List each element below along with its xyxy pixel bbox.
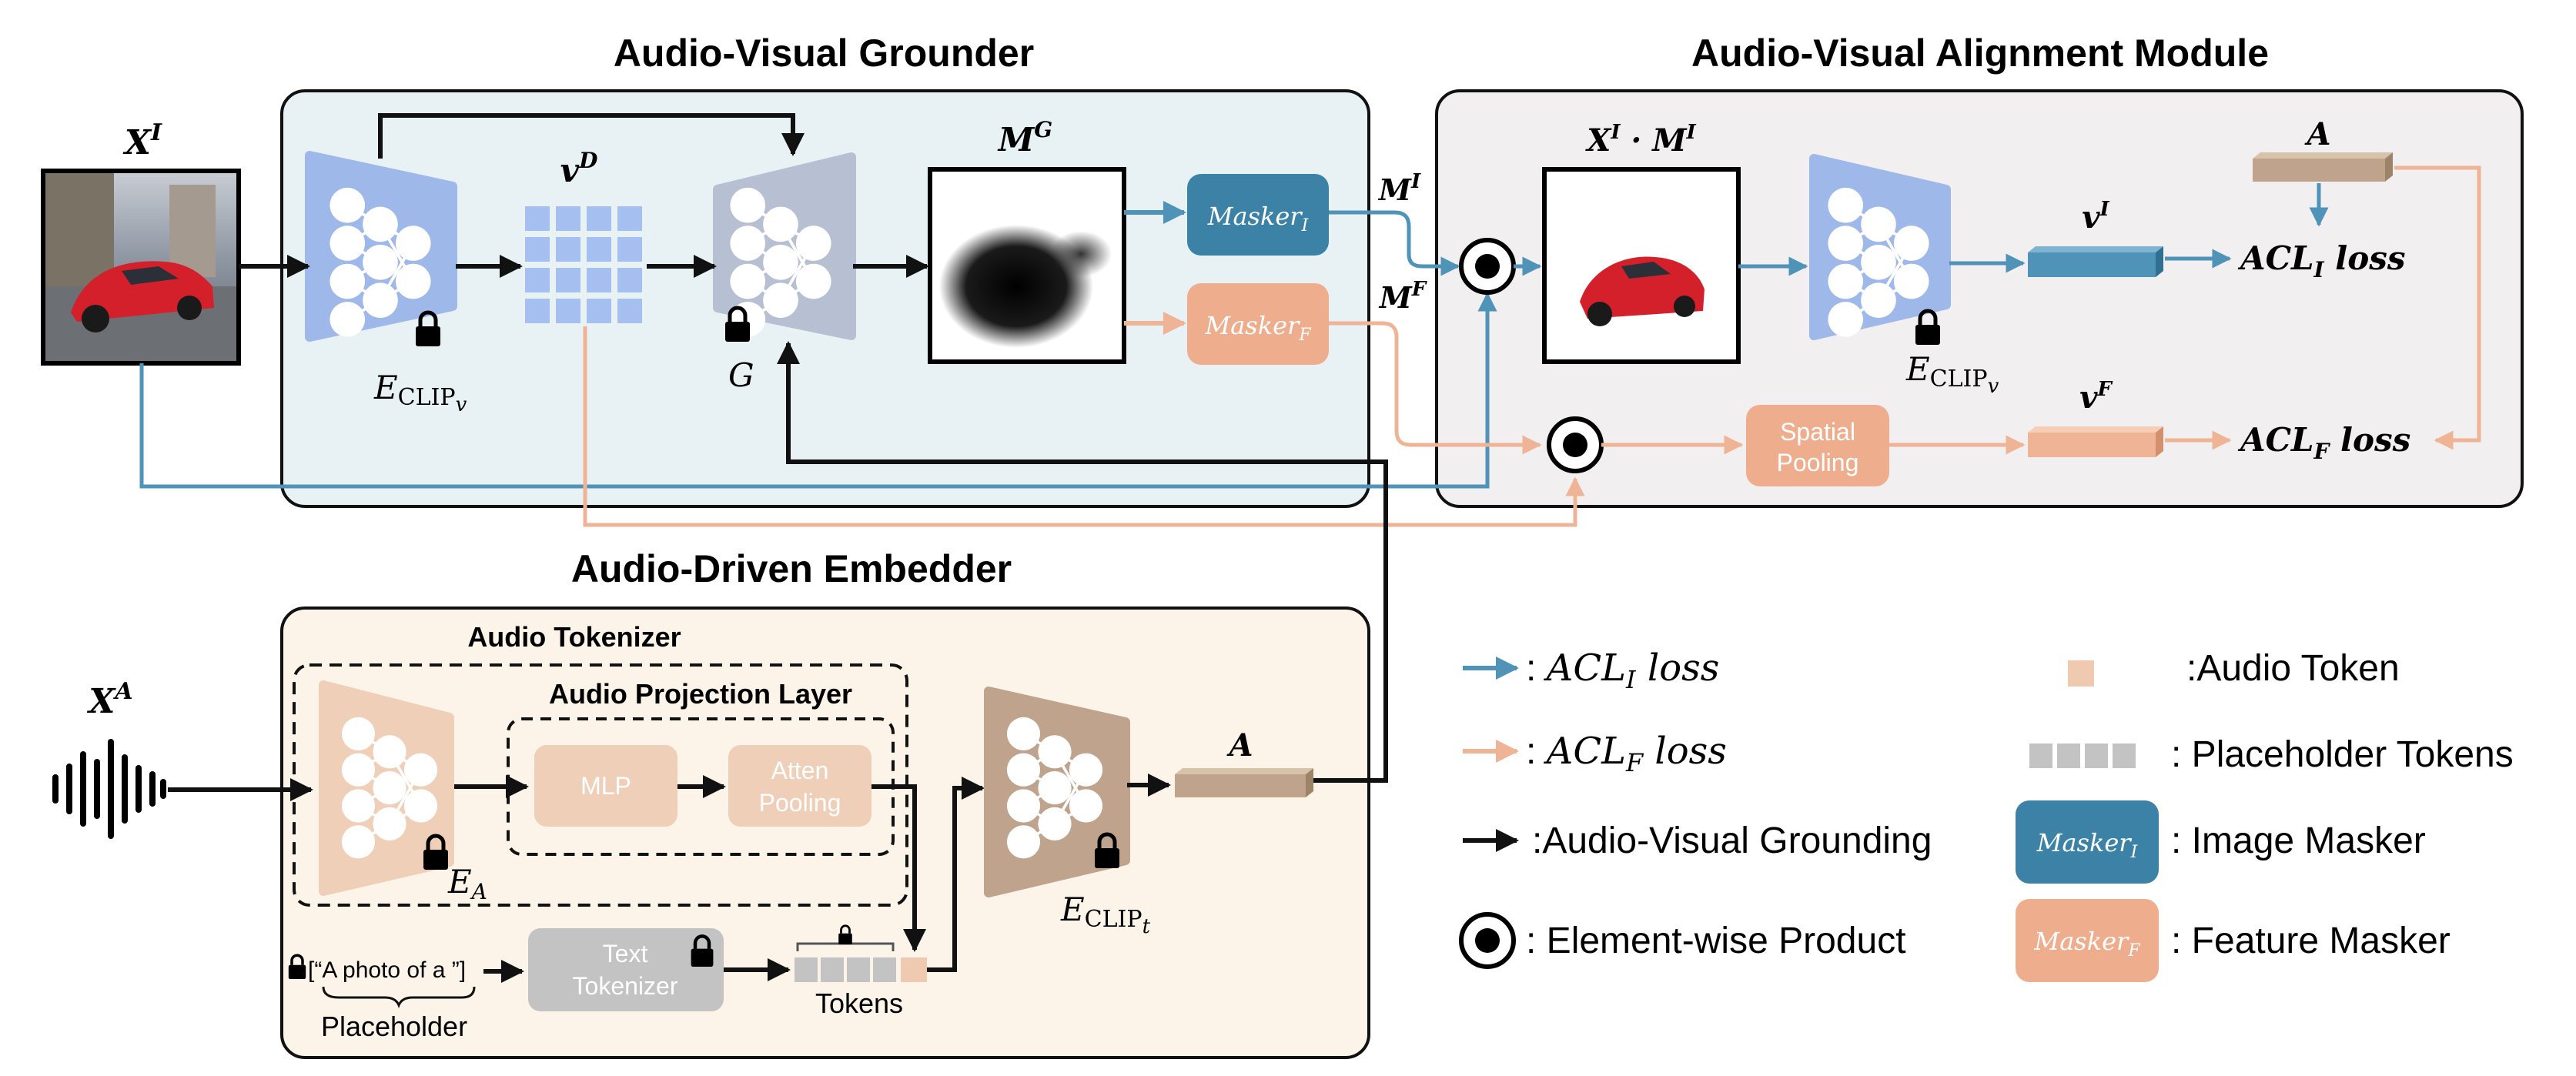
m-feature-label: MF [1378,278,1427,315]
dense-features [525,206,642,323]
atten-pooling-block: Atten Pooling [728,745,871,827]
arrow-mi-to-product [1329,210,1460,276]
placeholder-brace [322,986,476,1009]
legend: : ACLI loss : ACLF loss :Audio-Visual Gr… [1459,647,2514,982]
visual-encoder-2 [1809,154,1951,345]
legend-image-masker-swatch: MaskerI [2016,800,2159,884]
legend-product: : Element-wise Product [1526,921,1906,961]
grounding-generator [713,152,856,342]
product-2-icon [1547,416,1604,473]
arrow-mf-to-product [1329,321,1542,455]
audio-waveform-icon [52,739,166,839]
svg-text:MaskerI: MaskerI [1207,202,1310,236]
acl-i-label: ACLI loss [2237,239,2406,282]
svg-text:MaskerI: MaskerI [2036,828,2139,862]
audio-token-bar [2253,152,2393,182]
masked-image-label: XI · MI [1584,121,1696,159]
input-image [41,169,241,366]
m-image-label: MI [1377,170,1421,207]
svg-text:Spatial: Spatial [1780,418,1855,446]
alignment-title: Audio-Visual Alignment Module [1691,32,2269,75]
product-1-icon [1459,238,1516,295]
arrow-skip-connection [378,113,805,159]
g-label: G [728,356,754,394]
placeholder-label: Placeholder [321,1011,467,1042]
x-audio-label: XA [86,678,132,721]
token-sequence [795,924,927,982]
arrow-image-to-product [139,292,1497,489]
arrow-tokens-to-text-encoder [927,777,985,972]
e-clip-v-label: ECLIPv [373,369,467,416]
text-encoder [984,687,1130,897]
e-clip-v2-label: ECLIPv [1905,350,1999,398]
legend-grounding: :Audio-Visual Grounding [1532,820,1932,861]
legend-acl-f: : ACLF loss [1526,730,1727,777]
e-clip-t-label: ECLIPt [1060,891,1151,938]
svg-text:MaskerF: MaskerF [2033,927,2140,961]
v-image-label: vI [2082,198,2109,236]
a-token-label: A [2303,116,2330,152]
feature-masker: MaskerF [1187,283,1329,365]
svg-text:Pooling: Pooling [759,789,841,817]
legend-placeholder-swatch [2029,744,2136,768]
acl-f-label: ACLF loss [2237,421,2410,464]
x-image-label: XI [122,119,162,162]
a-bottom-label: A [1226,727,1253,764]
legend-acl-i: : ACLI loss [1526,647,1719,694]
prompt-text: [“A photo of a ”] [308,957,466,983]
masked-image [1542,167,1741,364]
grounding-map [928,167,1126,364]
text-tokenizer-block: Text Tokenizer [528,928,724,1011]
audio-embedding-bar [1175,768,1313,797]
legend-product-icon [1459,912,1516,969]
v-dense-label: vD [560,148,598,189]
v-feature-label: vF [2079,378,2113,416]
legend-feature-masker: : Feature Masker [2171,921,2451,961]
legend-image-masker: : Image Masker [2171,820,2426,861]
svg-text:MaskerF: MaskerF [1204,311,1311,345]
legend-placeholder-tokens: : Placeholder Tokens [2171,734,2514,775]
svg-text:MLP: MLP [580,772,631,800]
arrow-vd-to-product [583,326,1585,527]
svg-text:Atten: Atten [771,757,829,784]
audio-encoder [319,680,454,896]
legend-feature-masker-swatch: MaskerF [2016,899,2159,982]
audio-projection-title: Audio Projection Layer [549,678,852,710]
svg-text:Tokenizer: Tokenizer [573,972,678,1000]
embedder-title: Audio-Driven Embedder [571,547,1012,590]
m-ground-label: MG [997,117,1052,159]
svg-text:Text: Text [603,940,648,967]
tokens-label: Tokens [815,987,903,1019]
svg-text:Pooling: Pooling [1777,449,1859,476]
e-a-label: EA [447,863,487,904]
arrow-a-to-generator [777,341,1388,783]
arrow-a-to-acl-f [2394,165,2481,450]
arrow-pooling-to-audio-token [871,784,926,952]
feature-embedding-bar [2028,426,2163,457]
spatial-pooling: Spatial Pooling [1746,405,1889,486]
legend-audio-token-swatch [2068,660,2094,687]
grounder-title: Audio-Visual Grounder [614,32,1034,75]
mlp-block: MLP [534,745,677,827]
audio-tokenizer-title: Audio Tokenizer [467,621,681,653]
image-embedding-bar [2028,246,2163,277]
image-masker: MaskerI [1187,174,1329,256]
legend-audio-token: :Audio Token [2186,648,2400,689]
